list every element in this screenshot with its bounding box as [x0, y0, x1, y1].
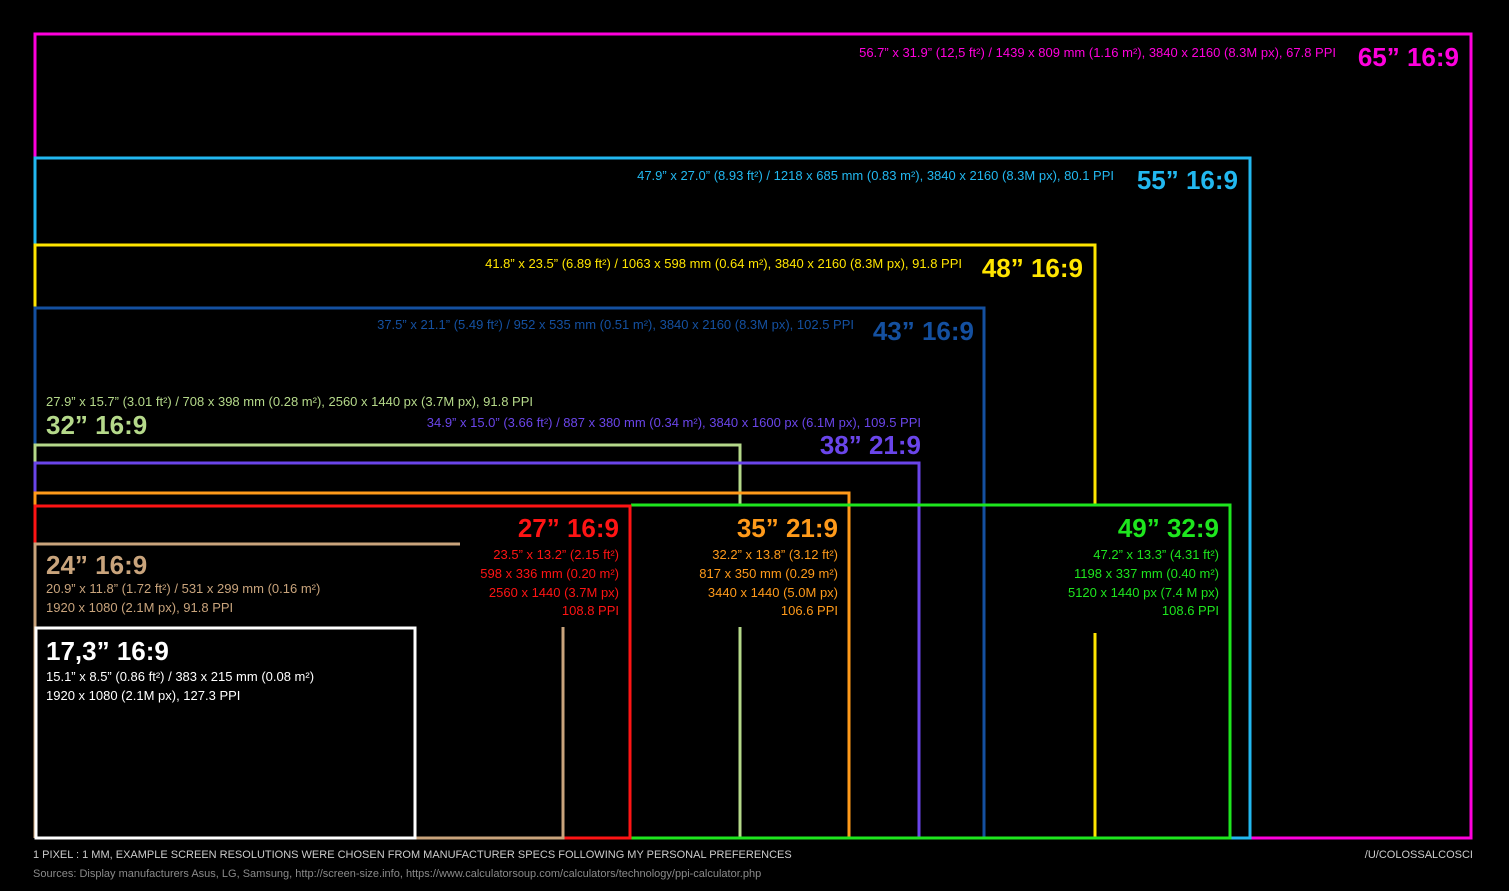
title-48: 48” 16:9 — [982, 253, 1083, 283]
specs-32: 27.9” x 15.7” (3.01 ft²) / 708 x 398 mm … — [46, 394, 533, 409]
specs-49-line3: 5120 x 1440 px (7.4 M px) — [1068, 585, 1219, 600]
footer-note: 1 PIXEL : 1 MM, EXAMPLE SCREEN RESOLUTIO… — [33, 849, 792, 861]
specs-35-line3: 3440 x 1440 (5.0M px) — [708, 585, 838, 600]
specs-27-line4: 108.8 PPI — [562, 603, 619, 618]
specs-27-line2: 598 x 336 mm (0.20 m²) — [480, 566, 619, 581]
title-17: 17,3” 16:9 — [46, 636, 169, 666]
specs-55: 47.9” x 27.0” (8.93 ft²) / 1218 x 685 mm… — [637, 168, 1114, 183]
specs-65: 56.7” x 31.9” (12,5 ft²) / 1439 x 809 mm… — [859, 45, 1336, 60]
specs-24-line1: 20.9” x 11.8” (1.72 ft²) / 531 x 299 mm … — [46, 581, 320, 596]
specs-49-line1: 47.2” x 13.3” (4.31 ft²) — [1093, 547, 1219, 562]
specs-49-line2: 1198 x 337 mm (0.40 m²) — [1074, 566, 1219, 581]
title-49: 49” 32:9 — [1118, 513, 1219, 543]
title-24: 24” 16:9 — [46, 550, 147, 580]
outline-49 — [631, 503, 1232, 840]
title-65: 65” 16:9 — [1358, 42, 1459, 72]
specs-49-line4: 108.6 PPI — [1162, 603, 1219, 618]
specs-24-line2: 1920 x 1080 (2.1M px), 91.8 PPI — [46, 600, 233, 615]
specs-48: 41.8” x 23.5” (6.89 ft²) / 1063 x 598 mm… — [485, 256, 962, 271]
footer-credit: /U/COLOSSALCOSCI — [1365, 849, 1473, 861]
specs-43: 37.5” x 21.1” (5.49 ft²) / 952 x 535 mm … — [377, 317, 854, 332]
outline-17 — [34, 626, 417, 840]
title-32: 32” 16:9 — [46, 410, 147, 440]
specs-27-line1: 23.5” x 13.2” (2.15 ft²) — [493, 547, 619, 562]
title-38: 38” 21:9 — [820, 430, 921, 460]
title-27: 27” 16:9 — [518, 513, 619, 543]
outline-65 — [33, 32, 1473, 840]
specs-17-line2: 1920 x 1080 (2.1M px), 127.3 PPI — [46, 688, 240, 703]
specs-38: 34.9” x 15.0” (3.66 ft²) / 887 x 380 mm … — [427, 415, 921, 430]
specs-35-line4: 106.6 PPI — [781, 603, 838, 618]
title-55: 55” 16:9 — [1137, 165, 1238, 195]
footer-sources: Sources: Display manufacturers Asus, LG,… — [33, 868, 761, 880]
specs-17-line1: 15.1” x 8.5” (0.86 ft²) / 383 x 215 mm (… — [46, 669, 314, 684]
specs-27-line3: 2560 x 1440 (3.7M px) — [489, 585, 619, 600]
title-35: 35” 21:9 — [737, 513, 838, 543]
specs-35-line1: 32.2” x 13.8” (3.12 ft²) — [712, 547, 838, 562]
specs-35-line2: 817 x 350 mm (0.29 m²) — [699, 566, 838, 581]
title-43: 43” 16:9 — [873, 316, 974, 346]
